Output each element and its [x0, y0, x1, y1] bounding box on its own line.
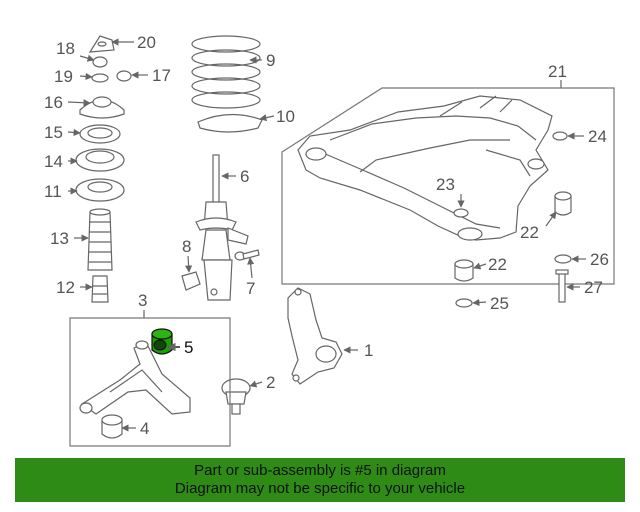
- callout-22-right: 22: [520, 223, 539, 242]
- info-banner: Part or sub-assembly is #5 in diagram Di…: [15, 458, 625, 502]
- part-6-strut: [195, 154, 249, 301]
- callout-15: 15: [44, 123, 63, 142]
- callout-11: 11: [44, 182, 62, 201]
- callout-12: 12: [56, 278, 75, 297]
- callout-18: 18: [56, 39, 75, 58]
- leader-lines: [67, 38, 586, 432]
- part-17-nut: [116, 70, 132, 82]
- part-1-knuckle: [287, 287, 343, 385]
- crossmember-frame: [281, 87, 615, 285]
- callout-25: 25: [490, 294, 509, 313]
- banner-line-1: Part or sub-assembly is #5 in diagram: [194, 462, 446, 479]
- part-21-crossmember: [297, 95, 553, 241]
- part-16-mount: [79, 96, 125, 119]
- callout-5: 5: [184, 338, 193, 357]
- part-13-boot: [87, 208, 113, 271]
- callout-6: 6: [240, 167, 249, 186]
- callout-23: 23: [436, 175, 455, 194]
- callout-13: 13: [50, 229, 69, 248]
- part-7-bolt: [234, 249, 260, 261]
- callout-1: 1: [364, 341, 373, 360]
- callout-17: 17: [152, 66, 171, 85]
- callout-21: 21: [548, 62, 567, 81]
- part-8-nut: [181, 271, 201, 291]
- callout-22-lower: 22: [488, 255, 507, 274]
- part-19-washer: [91, 73, 109, 83]
- callout-10: 10: [276, 107, 295, 126]
- callout-9: 9: [266, 51, 275, 70]
- callout-4: 4: [140, 419, 149, 438]
- callout-14: 14: [44, 152, 63, 171]
- callout-19: 19: [54, 67, 73, 86]
- callout-26: 26: [590, 250, 609, 269]
- callout-3: 3: [138, 291, 147, 310]
- callout-8: 8: [182, 237, 191, 256]
- part-11-insulator: [75, 178, 125, 202]
- part-25-washer: [455, 298, 473, 308]
- part-18-nut: [92, 56, 108, 68]
- part-14-seat: [75, 148, 125, 172]
- part-26-washer: [554, 254, 572, 264]
- callout-24: 24: [588, 127, 607, 146]
- part-24-washer: [552, 131, 568, 141]
- callout-20: 20: [137, 33, 156, 52]
- part-20-cap: [88, 35, 115, 53]
- part-22-bushing-right: [554, 191, 572, 216]
- part-5-bushing-highlighted: [151, 328, 173, 355]
- part-12-bumper: [91, 275, 109, 303]
- part-2-ball-joint: [221, 378, 251, 415]
- control-arm-frame: [69, 317, 231, 447]
- part-10-spring-pad: [197, 113, 263, 133]
- part-4-bushing: [101, 414, 123, 439]
- part-23-washer: [453, 208, 469, 218]
- part-15-bearing: [79, 124, 121, 144]
- callout-labels: 20 18 19 17 16 15 14 11 13 12 9 10 6 8 7…: [44, 33, 609, 438]
- parts-diagram: 20 18 19 17 16 15 14 11 13 12 9 10 6 8 7…: [44, 33, 615, 447]
- callout-16: 16: [44, 93, 63, 112]
- part-27-bolt: [555, 269, 569, 303]
- part-9-coil-spring: [191, 35, 261, 109]
- callout-27: 27: [584, 278, 603, 297]
- part-22-bushing-lower: [454, 259, 474, 282]
- callout-7: 7: [246, 279, 255, 298]
- callout-2: 2: [266, 373, 275, 392]
- banner-line-2: Diagram may not be specific to your vehi…: [174, 480, 466, 497]
- part-3-control-arm: [79, 340, 191, 415]
